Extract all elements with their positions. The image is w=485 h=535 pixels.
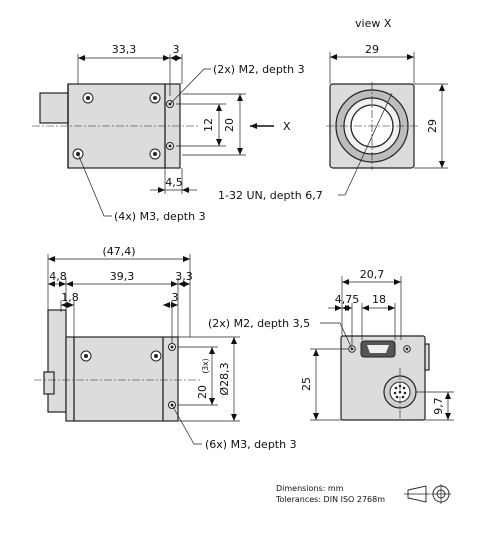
- dim-3-top: 3: [173, 43, 180, 56]
- projection-symbol-icon: [404, 484, 451, 504]
- dim-20-top: 20: [223, 118, 236, 132]
- top-hole-br: [149, 148, 161, 160]
- side-view-body: [65, 336, 179, 422]
- dim-4-8: 4,8: [49, 270, 67, 283]
- note-2x-m2-rear: (2x) M2, depth 3,5: [208, 317, 310, 330]
- dim-29-height: 29: [426, 119, 439, 133]
- dim-3-3: 3,3: [175, 270, 193, 283]
- dim-3-side: 3: [172, 291, 179, 304]
- front-view: view X 29 29 1-32 UN, depth 6,7: [218, 17, 448, 202]
- dimensions-line: Dimensions: mm: [276, 484, 344, 493]
- dim-25: 25: [300, 377, 313, 391]
- dim-3x: (3x): [201, 358, 210, 373]
- dim-33-3: 33,3: [112, 43, 137, 56]
- dim-4-5: 4,5: [165, 176, 183, 189]
- note-6x-m3: (6x) M3, depth 3: [205, 438, 297, 451]
- top-hole-tr: [149, 92, 161, 104]
- dim-18: 18: [372, 293, 386, 306]
- dim-1-8: 1,8: [61, 291, 79, 304]
- side-view: (47,4) 4,8 39,3 3,3 1,8 3 20 (3x) Ø28,3 …: [34, 245, 297, 451]
- top-view-connector: [39, 92, 69, 124]
- side-hole-r: [150, 350, 162, 362]
- dim-9-7: 9,7: [432, 397, 445, 415]
- rear-view-tab: [424, 343, 430, 371]
- note-2x-m2: (2x) M2, depth 3: [213, 63, 305, 76]
- dim-20-7: 20,7: [360, 268, 385, 281]
- footer: Dimensions: mm Tolerances: DIN ISO 2768m: [275, 484, 451, 504]
- dim-47-4: (47,4): [102, 245, 135, 258]
- side-view-connector: [43, 371, 55, 395]
- dim-4-75: 4,75: [335, 293, 360, 306]
- dim-20-side: 20: [196, 385, 209, 399]
- tolerances-line: Tolerances: DIN ISO 2768m: [275, 495, 385, 504]
- dim-12: 12: [202, 118, 215, 132]
- note-4x-m3: (4x) M3, depth 3: [114, 210, 206, 223]
- side-hole-l: [80, 350, 92, 362]
- rear-hole-r: [403, 345, 411, 353]
- dim-diameter: Ø28,3: [218, 362, 231, 395]
- top-view: 33,3 3 12 20 X 4,5 (2x) M2, depth 3 (4x)…: [32, 43, 305, 223]
- dim-29-width: 29: [365, 43, 379, 56]
- side-hole-m1: [168, 343, 176, 351]
- view-arrow-label: X: [283, 120, 291, 133]
- side-view-mount: [47, 309, 67, 413]
- view-title: view X: [355, 17, 392, 30]
- note-thread: 1-32 UN, depth 6,7: [218, 189, 323, 202]
- rear-view: 20,7 4,75 18 25 9,7 (2x) M2, depth 3,5: [208, 268, 454, 421]
- dim-39-3: 39,3: [110, 270, 135, 283]
- top-hole-m2b: [166, 142, 174, 150]
- top-hole-tl: [82, 92, 94, 104]
